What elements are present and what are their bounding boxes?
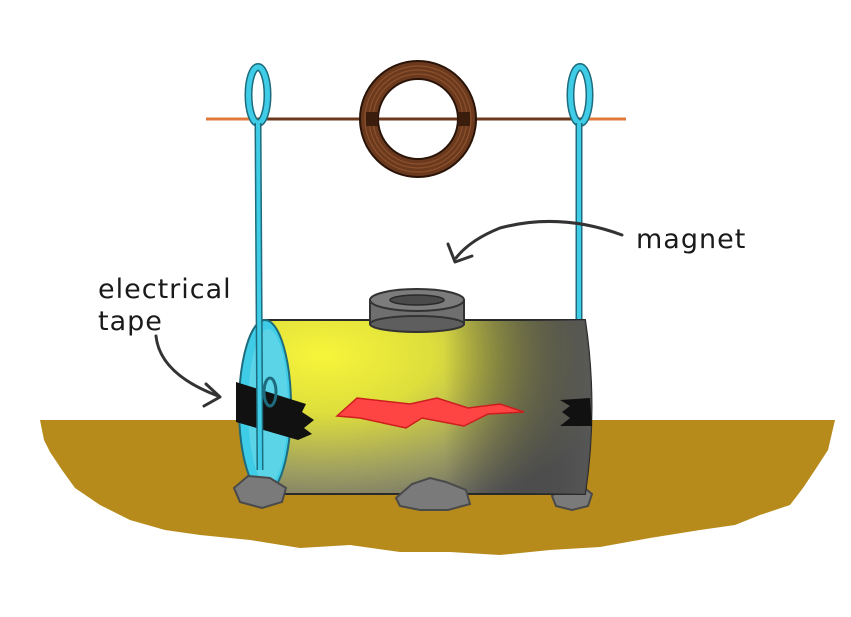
left-wire-support xyxy=(244,63,272,127)
tape-pointer-arrow xyxy=(154,334,222,408)
lightning-bolt-icon xyxy=(335,397,525,429)
right-wire-support xyxy=(566,63,594,330)
magnet-label: magnet xyxy=(636,224,746,255)
tape-label-line1: electrical xyxy=(98,274,232,305)
magnet-pointer-arrow xyxy=(446,219,624,264)
left-support-loop-bottom xyxy=(262,376,278,408)
left-wire-support-leg-fill xyxy=(256,122,262,471)
rock-middle xyxy=(394,476,472,511)
ring-magnet-icon xyxy=(369,288,465,333)
wire-coil-icon xyxy=(359,60,477,178)
electrical-tape xyxy=(236,382,592,440)
tape-label-line2: tape xyxy=(98,306,163,337)
rock-left xyxy=(232,474,288,510)
